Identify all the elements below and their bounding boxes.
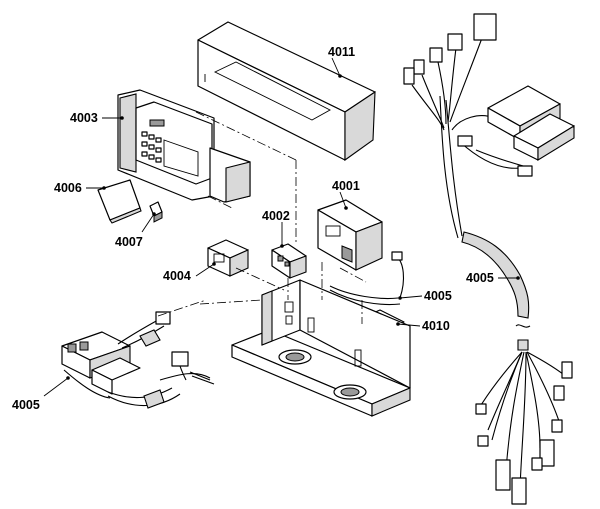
assembly-lines xyxy=(157,111,367,324)
part-4005-right-harness xyxy=(403,13,575,505)
internal-cable xyxy=(329,251,405,305)
label-4007: 4007 xyxy=(115,235,143,249)
part-4007-switch xyxy=(149,201,163,223)
label-4004: 4004 xyxy=(163,269,191,283)
part-4001-module xyxy=(317,199,383,271)
base-tray xyxy=(231,279,411,417)
label-4011: 4011 xyxy=(328,45,355,59)
leader-lines xyxy=(43,57,520,397)
part-4006-panel-card xyxy=(97,179,142,224)
label-4003: 4003 xyxy=(70,111,98,125)
right-harness-terminal-blocks xyxy=(457,85,575,177)
part-4003-control-panel xyxy=(117,89,251,203)
part-4004-transformer xyxy=(207,239,249,277)
label-4001: 4001 xyxy=(332,179,360,193)
label-4005-left: 4005 xyxy=(12,398,40,412)
part-4005-left-harness xyxy=(61,311,215,409)
label-4005-mid: 4005 xyxy=(424,289,452,303)
part-labels: 4011 4003 4006 4007 4002 4001 4004 4005 … xyxy=(12,45,494,412)
part-4002-circuit-board xyxy=(271,243,307,279)
part-4011-cover xyxy=(197,21,376,162)
control-panel-buttons xyxy=(141,119,165,163)
label-4002: 4002 xyxy=(262,209,290,223)
label-4010: 4010 xyxy=(422,319,450,333)
label-4005-right: 4005 xyxy=(466,271,494,285)
right-harness-connectors-bottom xyxy=(475,361,573,505)
right-harness-connectors-top xyxy=(403,13,497,85)
label-4006: 4006 xyxy=(54,181,82,195)
